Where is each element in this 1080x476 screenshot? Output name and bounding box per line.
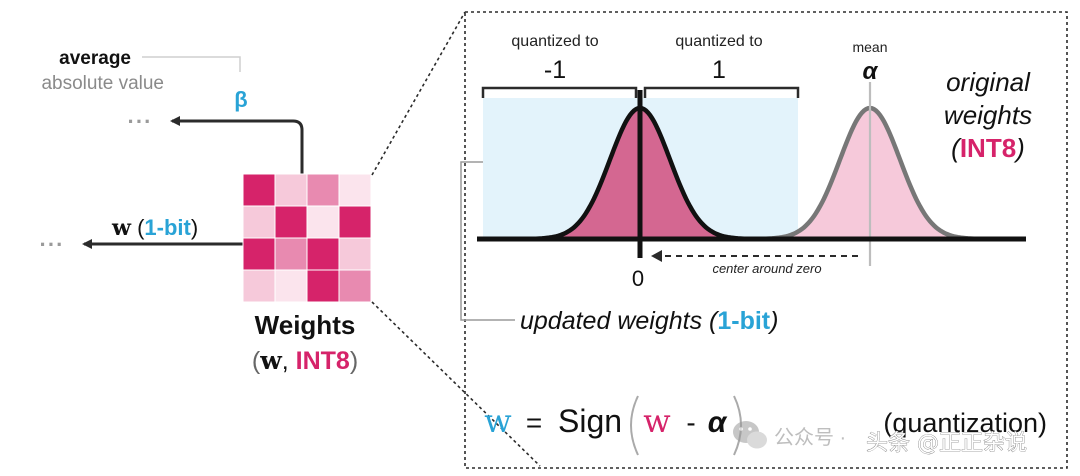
zoom-line-top: [371, 11, 466, 176]
bracket-plus-one: [643, 86, 800, 98]
matrix-cell: [274, 173, 308, 207]
zero-label: 0: [632, 266, 644, 291]
matrix-cell: [274, 269, 308, 303]
original-int8-open: (: [951, 133, 962, 163]
updated-one-bit: 1-bit: [717, 307, 770, 335]
absolute-value-label: absolute value: [41, 73, 164, 94]
ellipsis-bottom: ···: [40, 232, 65, 257]
updated-close: ): [767, 307, 778, 335]
original-int8-close: ): [1013, 133, 1025, 163]
minus-one-label: -1: [544, 56, 566, 84]
wechat-watermark: 公众号 ·: [733, 421, 846, 449]
bracket-minus-one: [481, 86, 638, 98]
zoom-line-bottom: [371, 301, 541, 467]
formula-w-out: w: [484, 402, 511, 440]
original-weights-line1: original: [946, 67, 1031, 97]
matrix-cell: [274, 237, 308, 271]
w-symbol: w: [111, 215, 132, 241]
updated-weights-text: updated weights (: [520, 307, 720, 335]
formula-left-paren: [630, 395, 639, 456]
quantized-to-left: quantized to: [511, 33, 598, 50]
weights-subtitle: (w, INT8): [252, 346, 358, 375]
formula-alpha: α: [708, 406, 728, 439]
original-weights-line2: weights: [944, 100, 1032, 130]
toutiao-watermark: 头条 @正正杂说: [866, 431, 1027, 456]
beta-symbol: β: [234, 87, 247, 112]
plus-one-label: 1: [712, 56, 726, 84]
weight-matrix: [242, 173, 372, 303]
matrix-cell: [242, 237, 276, 271]
weights-title: Weights: [255, 310, 356, 340]
matrix-cell: [306, 237, 340, 271]
weights-sub-open: (: [252, 347, 261, 375]
matrix-cell: [274, 205, 308, 239]
zoom-panel: [464, 11, 1068, 469]
weights-sub-int8: INT8: [296, 347, 350, 375]
quantized-to-right: quantized to: [675, 33, 762, 50]
formula-w-in: w: [643, 402, 670, 440]
matrix-cell: [338, 237, 372, 271]
updated-weights-label: updated weights (1-bit): [520, 307, 778, 335]
alpha-label: α: [863, 58, 879, 85]
w-one-bit-label: w (1-bit): [111, 215, 198, 241]
formula-quantization: (quantization): [883, 408, 1047, 438]
beta-arrow: [170, 116, 304, 175]
matrix-cell: [242, 205, 276, 239]
weights-sub-comma: ,: [282, 347, 296, 375]
updated-weights-leader: [460, 161, 515, 321]
mean-label: mean: [852, 39, 887, 55]
original-int8-label: INT8: [960, 133, 1016, 163]
matrix-cell: [306, 269, 340, 303]
formula-equals: =: [526, 407, 542, 438]
original-weights-int8: (INT8): [951, 133, 1025, 163]
one-bit-close-paren: ): [191, 215, 198, 240]
weights-sub-close: ): [350, 347, 358, 375]
matrix-cell: [338, 269, 372, 303]
one-bit-open-paren: (: [131, 215, 145, 240]
formula-sign: Sign: [558, 403, 622, 439]
matrix-cell: [338, 173, 372, 207]
matrix-cell: [242, 173, 276, 207]
center-around-zero-label: center around zero: [712, 261, 821, 276]
matrix-cell: [338, 205, 372, 239]
average-connector-line: [142, 56, 241, 72]
wechat-icon: [733, 421, 767, 449]
matrix-cell: [306, 205, 340, 239]
weights-sub-w: w: [259, 346, 283, 375]
ellipsis-top: ···: [128, 109, 153, 134]
wechat-watermark-text: 公众号 ·: [774, 426, 846, 449]
one-bit-label: 1-bit: [144, 215, 191, 240]
matrix-cell: [242, 269, 276, 303]
average-label: average: [59, 48, 131, 69]
matrix-cell: [306, 173, 340, 207]
formula-minus: -: [686, 407, 695, 438]
